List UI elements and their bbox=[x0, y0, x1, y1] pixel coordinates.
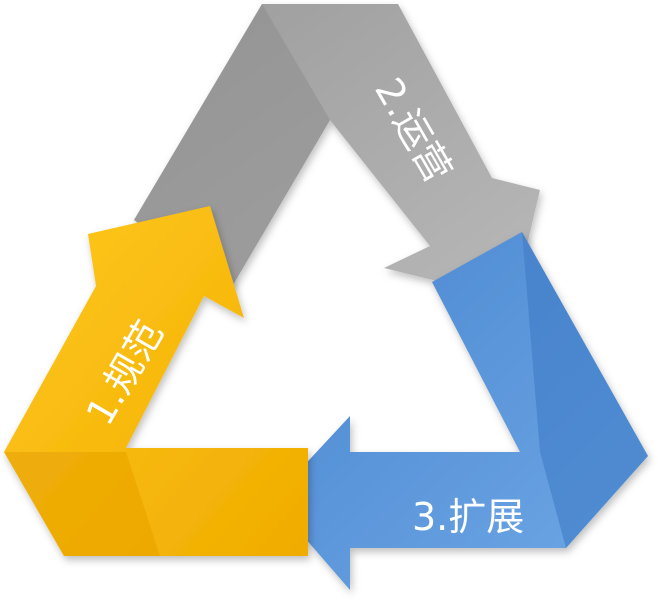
step-1-arrow-fold bbox=[4, 452, 160, 556]
step-1-arrow bbox=[4, 206, 308, 556]
step-3-arrow-fold bbox=[522, 232, 648, 548]
step-3-arrow bbox=[272, 232, 648, 590]
step-3-label: 3.扩展 bbox=[412, 495, 524, 539]
